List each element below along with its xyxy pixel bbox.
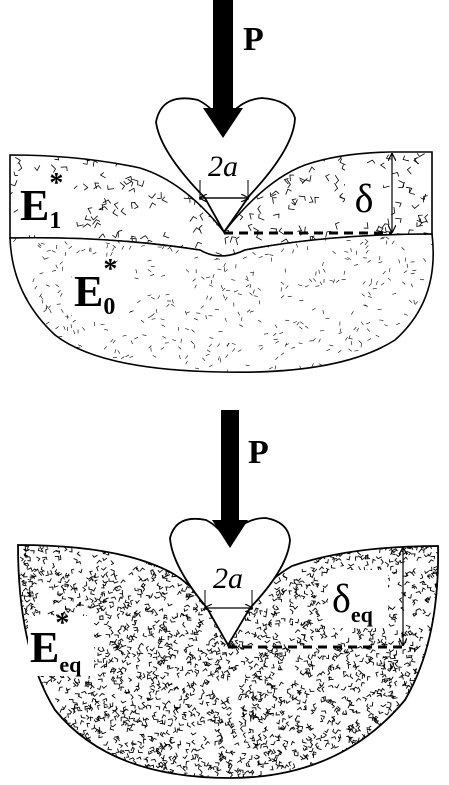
bottom-figure: P 2a δeq Eeq*: [17, 410, 439, 779]
load-label-eq: P: [248, 434, 269, 471]
top-figure: P 2a δ E1* E0*: [9, 0, 434, 374]
depth-label-bg-eq: [328, 570, 388, 628]
load-arrow-shaft-eq: [221, 410, 239, 522]
substrate-modulus-label: E0*: [74, 254, 117, 320]
equivalent-modulus-label: Eeq*: [30, 608, 82, 677]
substrate-modulus-label-bg: [72, 262, 128, 320]
width-label-bg: [204, 148, 242, 178]
width-label-bg-eq: [209, 560, 247, 590]
upper-modulus-label-bg: [18, 174, 74, 232]
load-arrow-shaft: [213, 0, 233, 108]
load-arrow-head: [203, 108, 243, 138]
upper-modulus-label: E1*: [20, 168, 63, 234]
equivalent-modulus-label-bg: [28, 616, 94, 676]
load-label: P: [243, 21, 264, 58]
depth-label-eq: δeq: [332, 576, 374, 627]
depth-label-bg: [345, 170, 383, 216]
width-label: 2a: [208, 150, 238, 183]
load-arrow-head-eq: [212, 520, 248, 548]
width-label-eq: 2a: [213, 562, 243, 595]
depth-label: δ: [355, 176, 374, 221]
